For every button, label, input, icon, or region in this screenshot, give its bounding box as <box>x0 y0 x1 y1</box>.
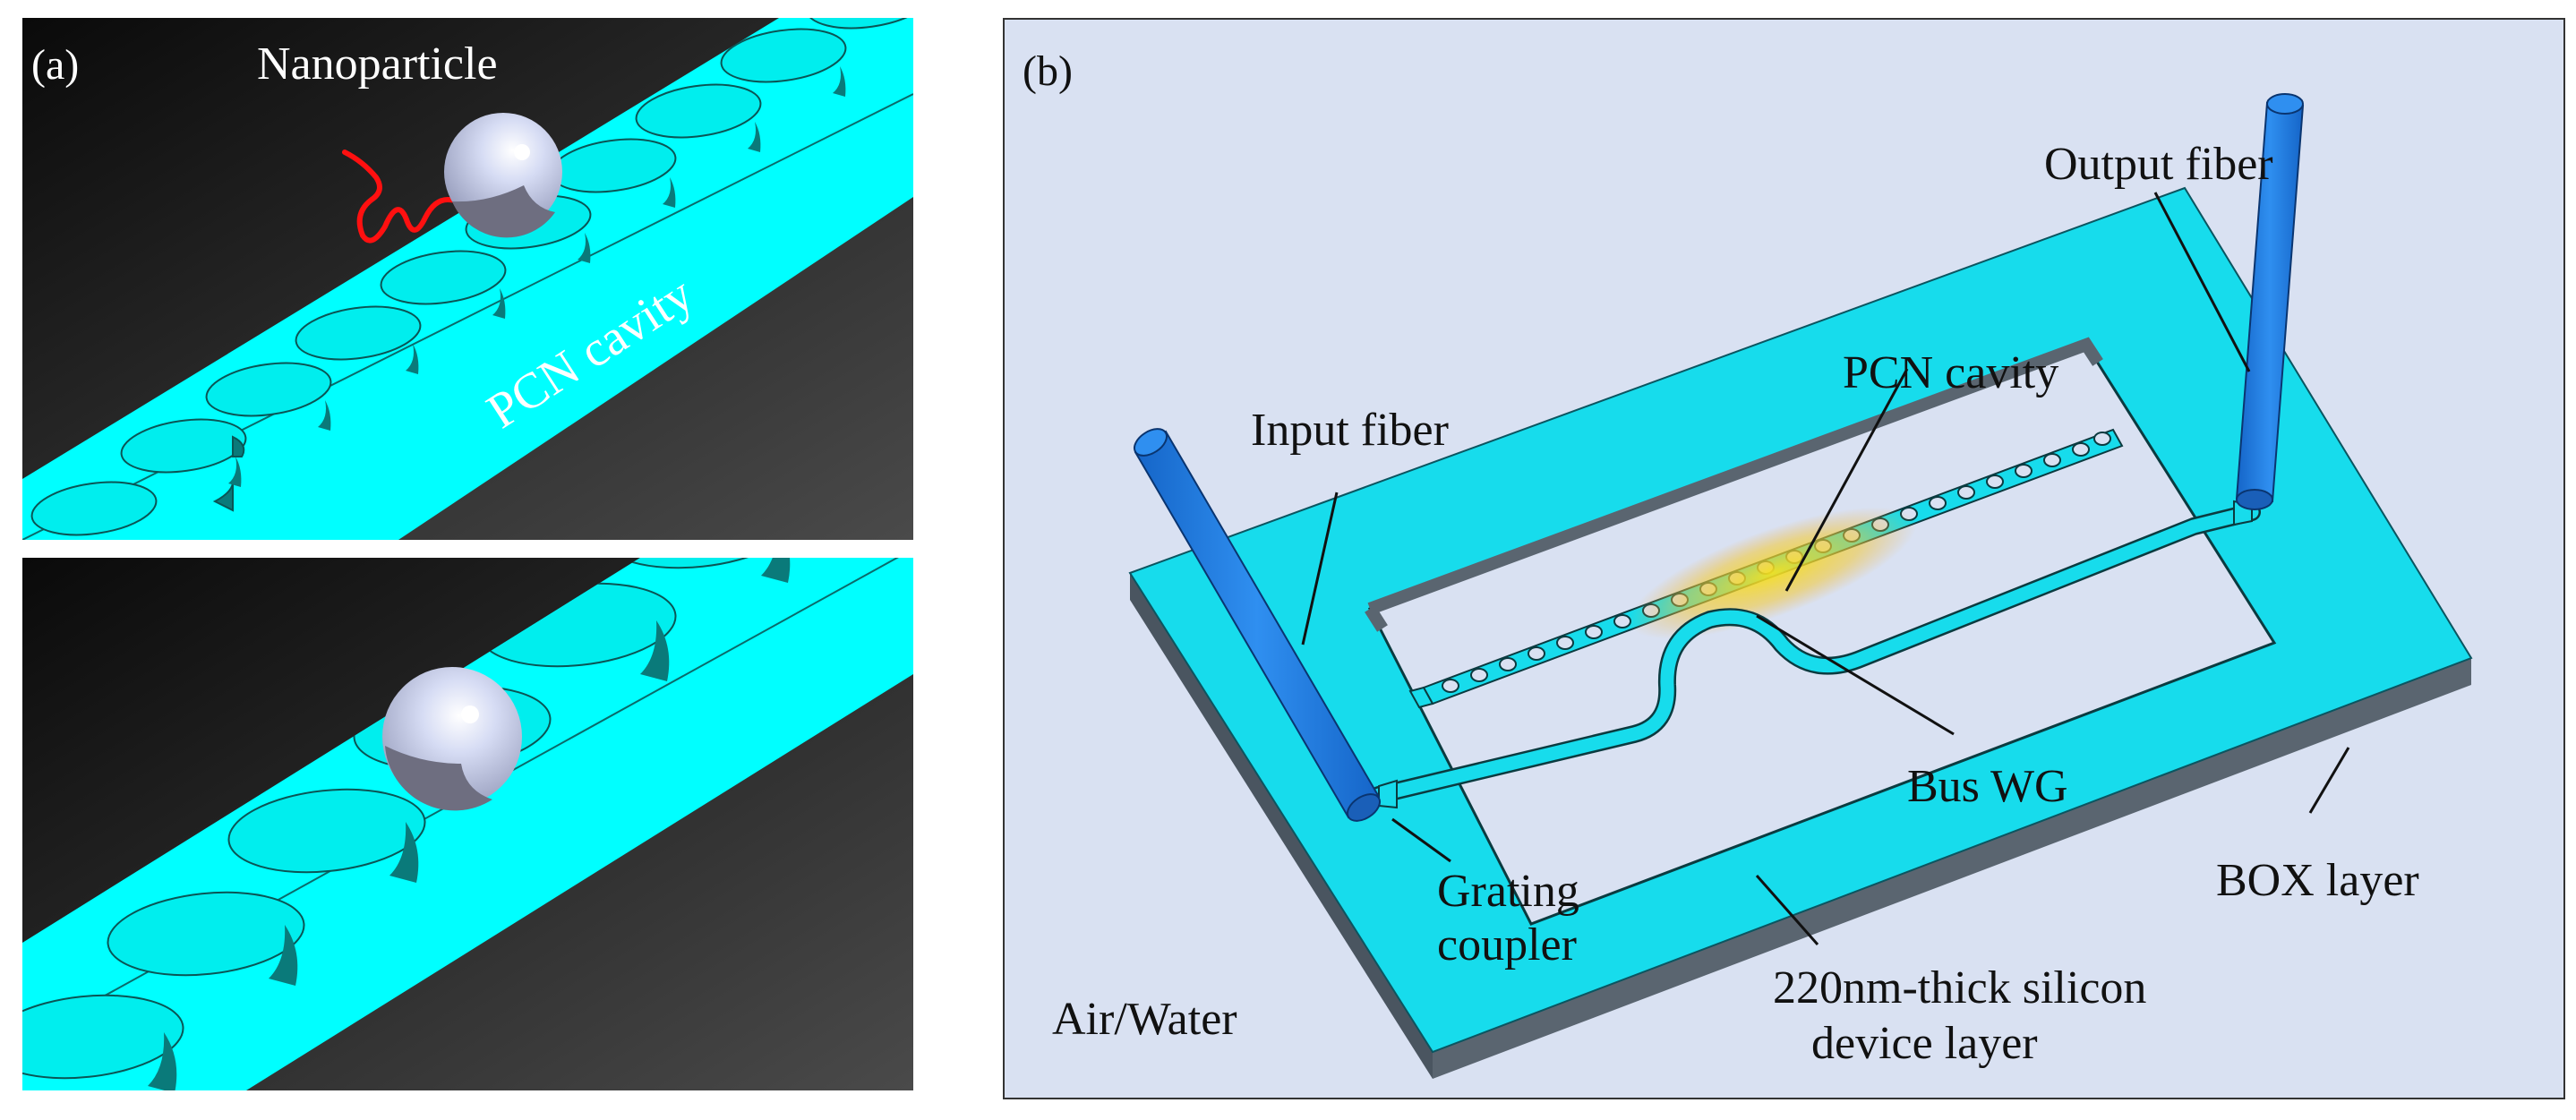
panel-a-tag: (a) <box>31 41 79 89</box>
nanoparticle-label: Nanoparticle <box>257 38 498 90</box>
box-layer-label: BOX layer <box>2216 855 2419 906</box>
panel-a-top-illustration: (a) Nanoparticle PCN cavity <box>22 18 913 540</box>
panel-b-illustration: (b) Output fiber PCN cavity Input fiber … <box>1003 18 2565 1099</box>
pcn-cavity-label-b: PCN cavity <box>1843 347 2058 398</box>
grating-coupler-input <box>1378 779 1398 809</box>
device-layer-label-1: 220nm-thick silicon <box>1773 962 2146 1013</box>
cavity-field-glow <box>1629 507 1917 639</box>
input-fiber <box>1133 428 1382 822</box>
panel-a-bottom <box>22 558 913 1090</box>
nanoparticle-trapped <box>382 667 522 811</box>
device-layer-label-2: device layer <box>1811 1018 2038 1069</box>
panel-a-bottom-illustration <box>22 558 913 1090</box>
bus-wg-label: Bus WG <box>1907 761 2068 812</box>
laser-pulse <box>342 150 468 244</box>
nanoparticle <box>444 113 562 238</box>
input-fiber-label: Input fiber <box>1251 405 1449 456</box>
box-layer-front <box>1433 658 2471 1079</box>
output-fiber-label: Output fiber <box>2044 139 2273 190</box>
panel-b-tag: (b) <box>1023 47 1073 95</box>
box-layer-side <box>1130 573 1433 1079</box>
grating-coupler-label-1: Grating <box>1437 866 1579 917</box>
air-water-label: Air/Water <box>1052 994 1237 1045</box>
panel-a-top: (a) Nanoparticle PCN cavity <box>22 18 913 540</box>
panel-b: (b) Output fiber PCN cavity Input fiber … <box>1003 18 2565 1099</box>
grating-coupler-label-2: coupler <box>1437 919 1577 970</box>
